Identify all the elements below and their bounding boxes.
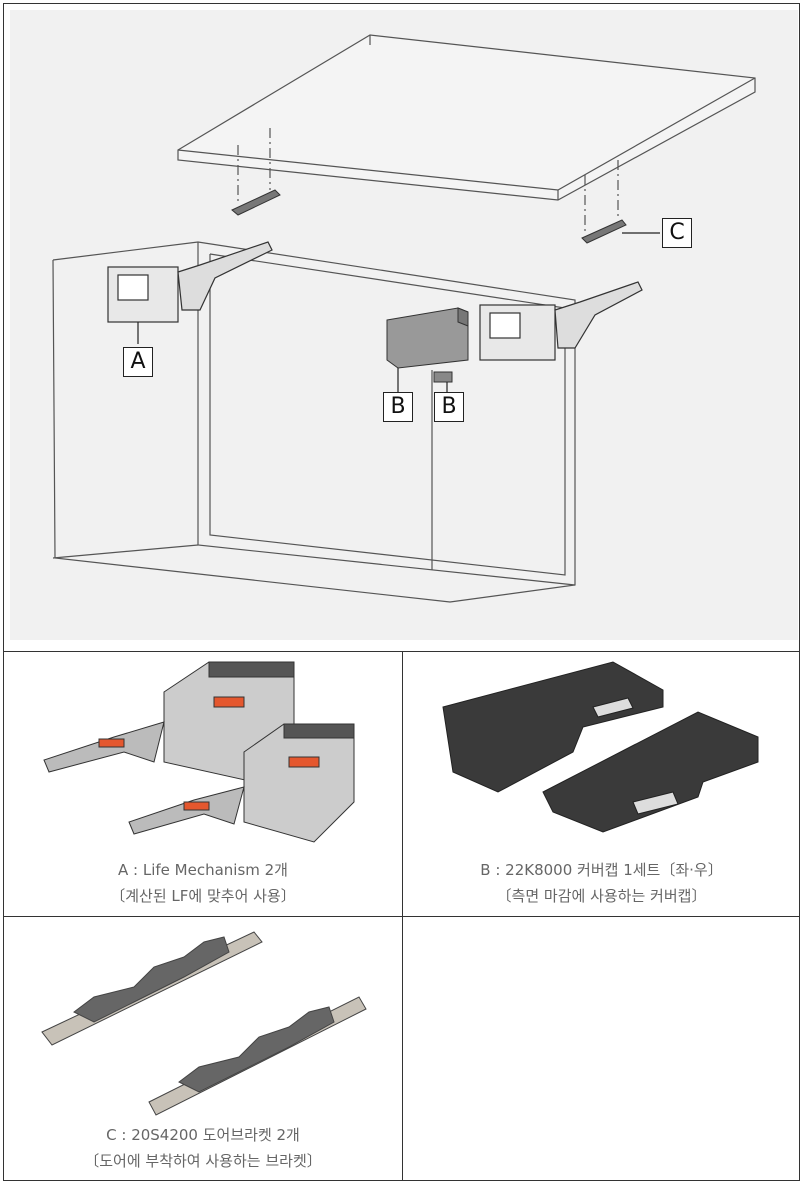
mechanism-left [107, 241, 273, 323]
cabinet-drawing [52, 34, 756, 603]
small-cover-cap [433, 371, 453, 383]
door-bracket-left [231, 189, 281, 216]
part-c-note: 〔도어에 부착하여 사용하는 브라켓〕 [84, 1152, 322, 1170]
grid-line [402, 651, 403, 1181]
mechanism-right [479, 281, 643, 361]
part-b-title: B : 22K8000 커버캡 1세트〔좌·우〕 [480, 861, 723, 879]
part-cell-a: A : Life Mechanism 2개 〔계산된 LF에 맞추어 사용〕 [4, 652, 402, 916]
door-panel [177, 34, 756, 201]
label-a: A [123, 347, 153, 377]
label-b-cover: B [383, 392, 413, 422]
part-a-title: A : Life Mechanism 2개 [118, 861, 288, 879]
label-c: C [662, 218, 692, 248]
part-cell-c: C : 20S4200 도어브라켓 2개 〔도어에 부착하여 사용하는 브라켓〕 [4, 917, 402, 1181]
part-b-note: 〔측면 마감에 사용하는 커버캡〕 [496, 887, 707, 905]
life-mechanism-illustration [43, 661, 355, 843]
document-frame [3, 3, 800, 1181]
cover-cap [386, 307, 469, 369]
door-bracket-illustration [41, 931, 367, 1116]
cover-cap-illustration [442, 661, 759, 833]
part-c-title: C : 20S4200 도어브라켓 2개 [106, 1126, 300, 1144]
grid-line [3, 651, 800, 652]
assembly-diagram: A B B C [10, 10, 798, 640]
door-bracket-right [581, 219, 627, 244]
part-cell-b: B : 22K8000 커버캡 1세트〔좌·우〕 〔측면 마감에 사용하는 커버… [403, 652, 800, 916]
label-b-cap: B [434, 392, 464, 422]
grid-line [3, 916, 800, 917]
part-a-note: 〔계산된 LF에 맞추어 사용〕 [110, 887, 296, 905]
